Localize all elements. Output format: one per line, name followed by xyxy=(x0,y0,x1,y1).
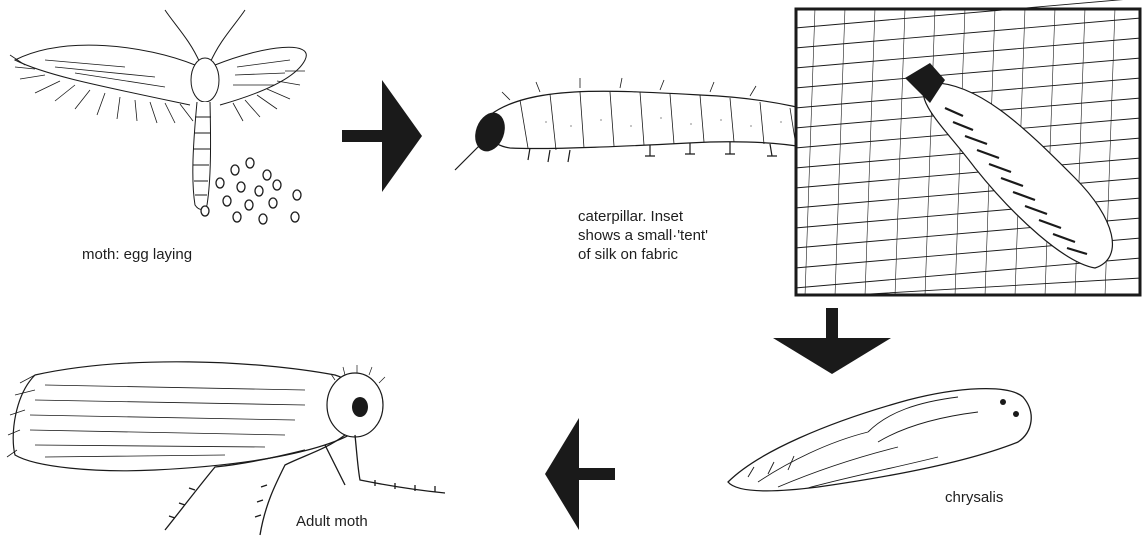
adult-moth-label: Adult moth xyxy=(296,512,368,531)
egg-laying-moth-illustration xyxy=(5,5,305,235)
caterpillar-label: caterpillar. Inset shows a small·'tent' … xyxy=(578,207,708,264)
adult-moth-illustration xyxy=(5,355,445,545)
arrow-right-icon xyxy=(372,80,422,192)
chrysalis-label: chrysalis xyxy=(945,488,1003,507)
fabric-tent-inset-illustration xyxy=(795,8,1141,296)
arrow-down-icon xyxy=(773,308,891,374)
chrysalis-illustration xyxy=(718,382,1038,502)
egg-laying-label: moth: egg laying xyxy=(82,245,192,264)
arrow-left-icon xyxy=(545,418,617,530)
